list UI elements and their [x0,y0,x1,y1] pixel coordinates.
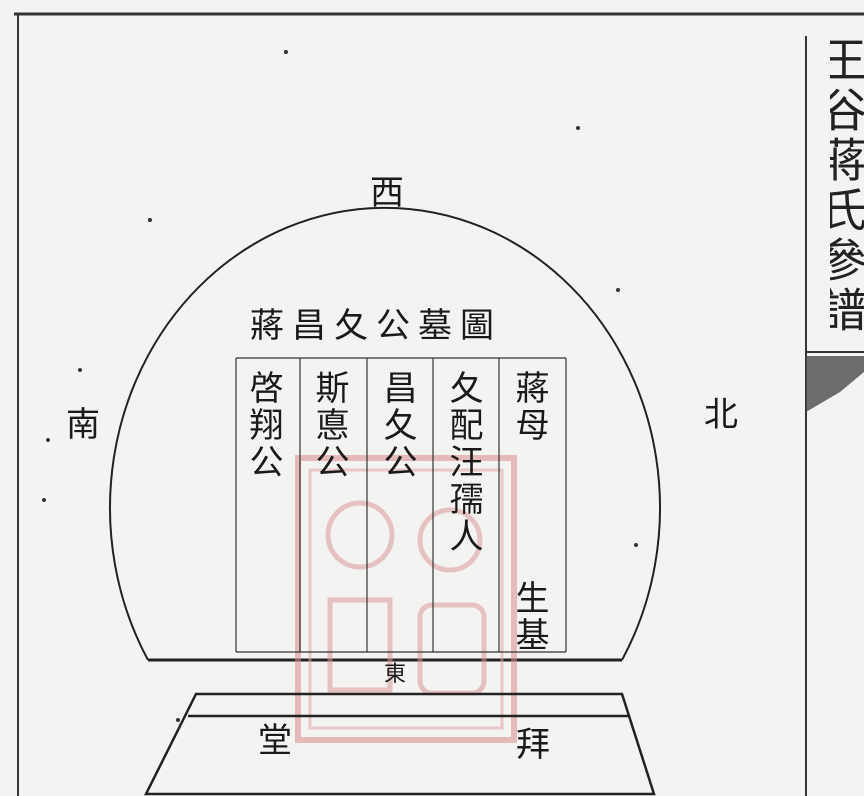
library-seal-stamp [295,455,517,743]
direction-north: 北 [704,395,738,435]
tablet-column-1: 蔣母 [509,370,549,444]
shengji-label: 生基 [509,580,549,654]
margin-shadow [806,356,864,412]
diagram-title: 蔣昌夂公墓圖 [250,306,502,346]
tablet-column-5: 啓翔公 [243,370,283,481]
margin-book-title: 王谷蔣氏參譜 [830,36,864,336]
worship-hall [143,692,656,796]
tablet-column-4: 斯悳公 [309,370,349,481]
tablet-frame [235,357,567,653]
hall-label-left: 堂 [258,721,292,761]
hall-label-right: 拜 [516,725,550,765]
tablet-column-3: 昌夂公 [377,370,417,481]
direction-south: 南 [66,405,100,445]
tomb-mound-outline [109,206,661,661]
ink-dots [42,50,638,722]
direction-east: 東 [384,662,407,687]
direction-west: 西 [370,173,404,213]
tablet-column-2: 夂配汪孺人 [443,370,483,555]
